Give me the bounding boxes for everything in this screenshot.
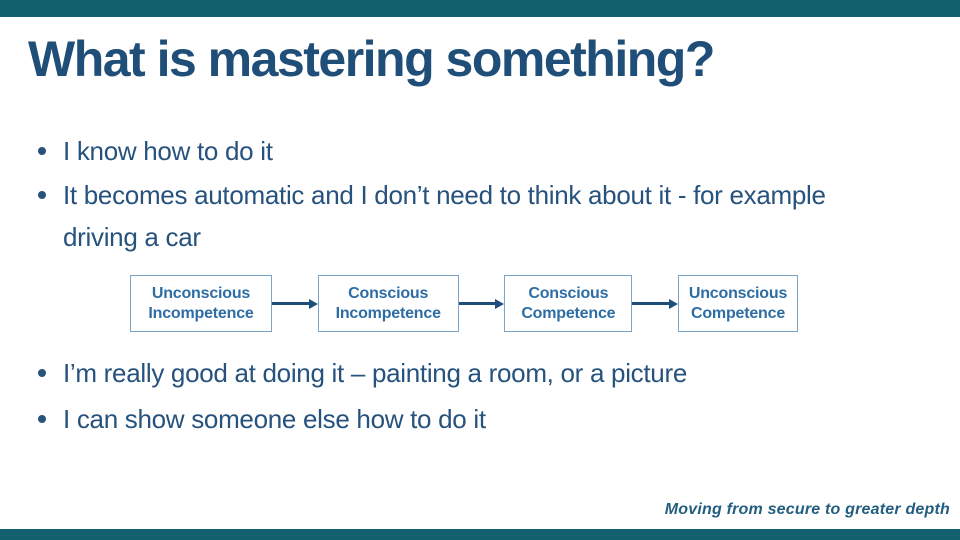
bullet-text: It becomes automatic and I don’t need to…: [63, 180, 826, 252]
bullet-text: I’m really good at doing it – painting a…: [63, 358, 687, 388]
stage-label-line1: Conscious: [348, 284, 429, 302]
bullet-icon: [38, 369, 46, 377]
arrow-right-icon: [308, 298, 318, 309]
stage-label-line2: Incompetence: [148, 304, 254, 322]
arrow-right-icon: [495, 298, 505, 309]
bottom-accent-bar: [0, 529, 960, 540]
top-accent-bar: [0, 0, 960, 17]
stage-label-line1: Unconscious: [688, 284, 788, 302]
arrow-connector: [458, 275, 505, 332]
list-item: It becomes automatic and I don’t need to…: [38, 174, 873, 258]
bullet-icon: [38, 191, 46, 199]
list-item: I’m really good at doing it – painting a…: [38, 352, 687, 394]
page-title: What is mastering something?: [28, 31, 715, 87]
stage-label-line1: Unconscious: [151, 284, 251, 302]
stage-label-line1: Conscious: [528, 284, 609, 302]
bullet-icon: [38, 147, 46, 155]
arrow-connector: [632, 275, 679, 332]
bullet-icon: [38, 415, 46, 423]
arrow-shaft: [458, 302, 496, 305]
stage-box-conscious-incompetence: Conscious Incompetence: [317, 275, 459, 332]
list-item: I can show someone else how to do it: [38, 398, 486, 440]
list-item: I know how to do it: [38, 130, 273, 172]
footer-tagline: Moving from secure to greater depth: [664, 501, 950, 518]
stage-box-conscious-competence: Conscious Competence: [504, 275, 633, 332]
stage-label-line2: Competence: [691, 304, 786, 322]
stage-label-line2: Competence: [521, 304, 616, 322]
stage-label-line2: Incompetence: [335, 304, 441, 322]
bullet-text: I know how to do it: [63, 136, 273, 166]
stage-box-unconscious-incompetence: Unconscious Incompetence: [130, 275, 272, 332]
bullet-text: I can show someone else how to do it: [63, 404, 486, 434]
stage-box-unconscious-competence: Unconscious Competence: [678, 275, 799, 332]
arrow-shaft: [272, 302, 309, 305]
arrow-right-icon: [669, 298, 679, 309]
competence-stage-flow: Unconscious Incompetence Conscious Incom…: [130, 275, 799, 332]
arrow-shaft: [632, 302, 670, 305]
arrow-connector: [272, 275, 318, 332]
